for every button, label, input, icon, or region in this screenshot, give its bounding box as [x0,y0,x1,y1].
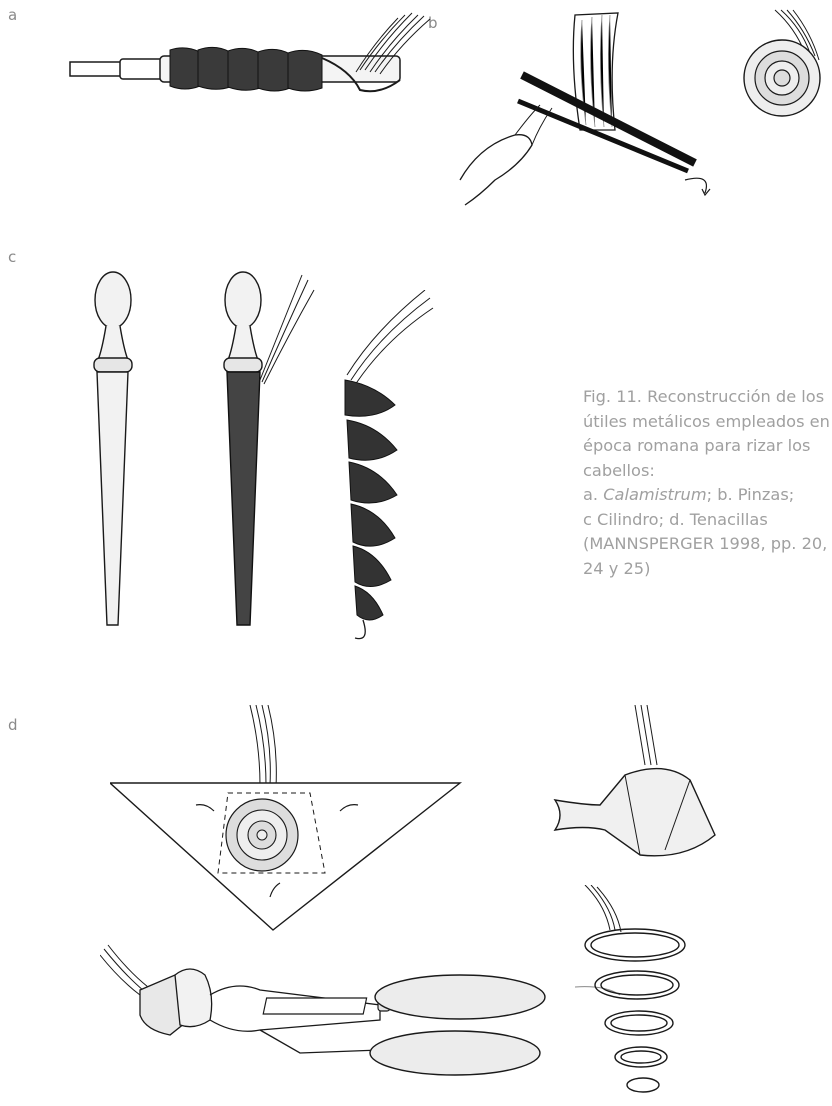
cilindro-rod-illustration [80,270,150,635]
caption-line: a. Calamistrum; b. Pinzas; [583,483,828,508]
label-c: c [8,250,16,265]
pinzas-illustration [440,5,730,215]
caption-italic-term: Calamistrum [603,485,706,504]
caption-suffix: ; b. Pinzas; [707,485,795,504]
caption-line: 24 y 25) [583,557,828,582]
caption-line: (MANNSPERGER 1998, pp. 20, 22, [583,532,828,557]
caption-line: cabellos: [583,459,828,484]
triangle-fold-illustration [110,705,470,935]
caption-line: útiles metálicos empleados en [583,410,828,435]
calamistrum-illustration [60,10,440,120]
caption-prefix: a. [583,485,603,504]
caption-line: Fig. 11. Reconstrucción de los [583,385,828,410]
spiral-curl-illustration [735,8,830,123]
spiral-ringlet-illustration [575,885,695,1100]
caption-line: c Cilindro; d. Tenacillas [583,508,828,533]
figure-caption: Fig. 11. Reconstrucción de los útiles me… [583,385,828,581]
caption-line: época romana para rizar los [583,434,828,459]
ringlet-illustration [335,290,435,645]
folded-packet-illustration [545,705,725,865]
tenacillas-illustration [100,935,555,1095]
cilindro-wrapped-illustration [210,270,320,635]
label-a: a [8,8,17,23]
label-d: d [8,718,18,733]
